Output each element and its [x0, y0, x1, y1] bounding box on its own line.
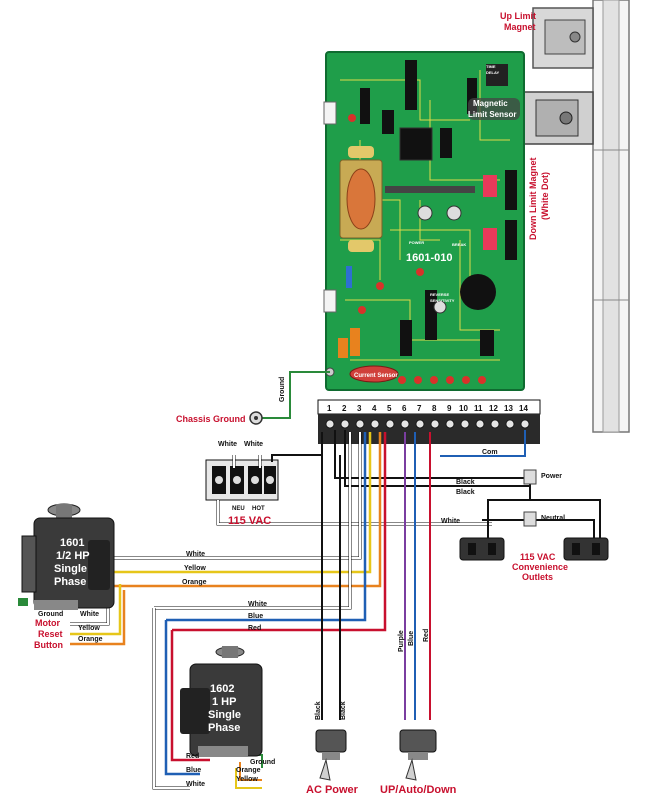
white-label-a: White	[218, 441, 237, 448]
board-text-delay: DELAY	[486, 70, 500, 75]
wire-label: Orange	[236, 767, 261, 774]
wire-label: Blue	[408, 631, 415, 646]
wire-label: Yellow	[236, 776, 258, 783]
terminal-number: 11	[474, 404, 483, 413]
terminal-number: 12	[489, 404, 498, 413]
motor-1601	[18, 503, 115, 610]
wire-labels: White Yellow Orange Ground White Yellow …	[38, 551, 430, 788]
wire-label: White	[248, 601, 267, 608]
up-limit-magnet-label-1: Up Limit	[500, 11, 536, 21]
limit-rail	[519, 0, 630, 433]
terminal-number: 4	[372, 404, 377, 413]
wire-label: Yellow	[184, 565, 206, 572]
black-label-2: Black	[456, 489, 475, 496]
neutral-label: Neutral	[541, 515, 565, 522]
ground-wire-label: Ground	[279, 377, 286, 402]
wire-label: White	[80, 611, 99, 618]
up-limit-magnet-label-2: Magnet	[504, 22, 536, 32]
neu-label: NEU	[232, 506, 245, 512]
wire-label: Black	[340, 701, 347, 720]
board-text-time: TIME	[486, 64, 496, 69]
terminal-number: 8	[432, 404, 437, 413]
board-text-power: POWER	[409, 240, 424, 245]
wire-label: Yellow	[78, 625, 100, 632]
wire-label: Ground	[38, 611, 63, 618]
convenience-outlets	[459, 469, 609, 561]
current-sensor-label: Current Sensor	[354, 373, 398, 379]
motor-1602	[180, 646, 263, 757]
motor-1602-single: Single	[208, 709, 241, 721]
terminal-number: 10	[459, 404, 468, 413]
white-label-b: White	[244, 441, 263, 448]
wire-label: Orange	[78, 636, 103, 643]
motor-1601-single: Single	[54, 563, 87, 575]
terminal-number: 14	[519, 404, 528, 413]
board-text-reverse: REVERSE	[430, 292, 449, 297]
com-label: Com	[482, 449, 498, 456]
switch-up-auto-down	[399, 729, 437, 781]
motor-1601-model: 1601	[60, 537, 84, 549]
magnetic-limit-sensor-line1: Magnetic	[473, 99, 508, 108]
up-auto-down-label: UP/Auto/Down	[380, 784, 457, 796]
down-limit-magnet-label-1: Down Limit Magnet	[528, 158, 538, 241]
wires	[70, 430, 601, 790]
outlets-label-3: Outlets	[522, 572, 553, 582]
wire-label: Orange	[182, 579, 207, 586]
wire-label: Ground	[250, 759, 275, 766]
circuit-board	[323, 51, 525, 391]
terminal-number: 6	[402, 404, 407, 413]
motor-1602-phase: Phase	[208, 722, 240, 734]
ground-wire	[262, 371, 330, 419]
terminal-number: 3	[357, 404, 362, 413]
motor-reset-label-1: Motor	[35, 618, 60, 628]
ac-power-label: AC Power	[306, 784, 359, 796]
hot-label: HOT	[252, 506, 265, 512]
wire-label: Red	[248, 625, 261, 632]
terminal-number: 2	[342, 404, 347, 413]
outlets-label-2: Convenience	[512, 562, 568, 572]
terminal-numbers: 1 2 3 4 5 6 7 8 9 10 11 12 13 14	[327, 404, 528, 413]
motor-reset-label-2: Reset	[38, 629, 63, 639]
black-label-1: Black	[456, 479, 475, 486]
current-sensor	[349, 365, 399, 383]
wire-label: Purple	[398, 630, 405, 652]
motor-1601-phase: Phase	[54, 576, 86, 588]
wire-label: Red	[186, 753, 199, 760]
terminal-number: 7	[417, 404, 422, 413]
terminal-number: 9	[447, 404, 452, 413]
motor-reset-label-3: Button	[34, 640, 63, 650]
board-model: 1601-010	[406, 252, 453, 264]
wire-label: White	[186, 781, 205, 788]
wire-label: Blue	[248, 613, 263, 620]
power-label: Power	[541, 473, 562, 480]
down-limit-magnet-label-2: (White Dot)	[540, 172, 550, 220]
magnetic-limit-sensor-line2: Limit Sensor	[468, 110, 516, 119]
wire-label: Blue	[186, 767, 201, 774]
motor-1601-hp: 1/2 HP	[56, 550, 90, 562]
terminal-number: 1	[327, 404, 332, 413]
terminal-number: 5	[387, 404, 392, 413]
switch-ac-power	[315, 729, 347, 781]
wire-label: White	[186, 551, 205, 558]
terminal-number: 13	[504, 404, 513, 413]
chassis-ground-label: Chassis Ground	[176, 414, 246, 424]
motor-1602-model: 1602	[210, 683, 234, 695]
vac-label: 115 VAC	[228, 515, 271, 527]
vac-terminal-block	[205, 459, 279, 501]
white-outlet-label: White	[441, 518, 460, 525]
board-text-sensitivity: SENSITIVITY	[430, 298, 455, 303]
wire-label: Red	[423, 629, 430, 642]
outlets-label-1: 115 VAC	[520, 552, 556, 562]
motor-1602-hp: 1 HP	[212, 696, 236, 708]
board-text-break: BREAK	[452, 242, 466, 247]
wire-label: Black	[315, 701, 322, 720]
